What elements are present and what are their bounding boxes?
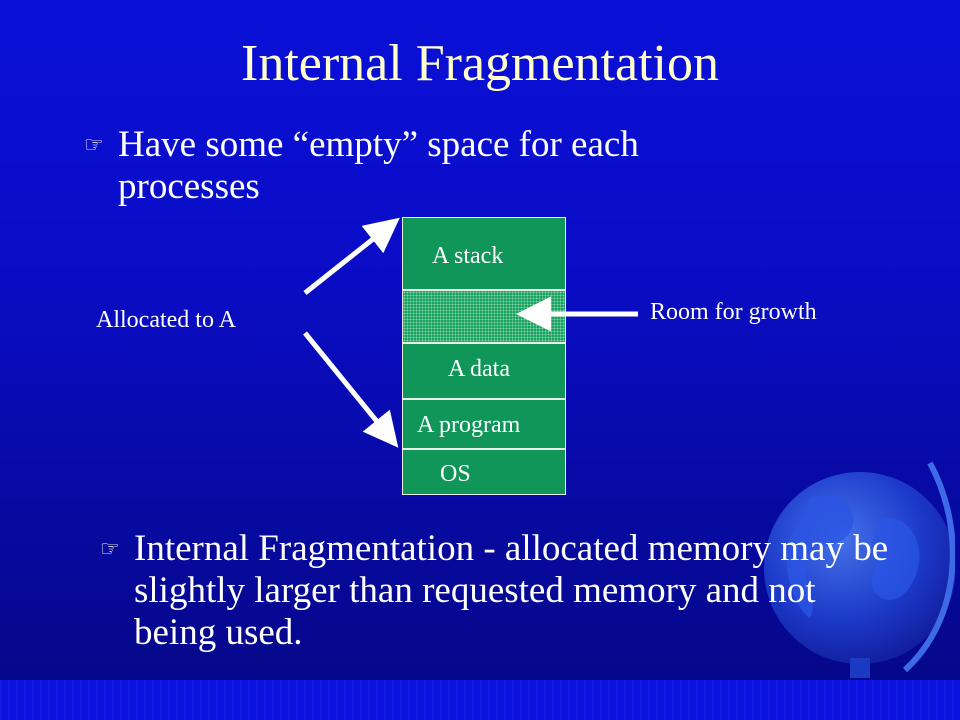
label-a-stack: A stack [432,243,504,269]
block-a-data [402,343,566,399]
bullet-2: ☞ Internal Fragmentation - allocated mem… [100,528,894,654]
footer-bar [0,680,960,720]
label-a-data: A data [448,356,510,382]
arrow-to-stack [303,217,400,295]
growth-label: Room for growth [650,299,817,325]
block-os [402,449,566,495]
bullet-2-text: Internal Fragmentation - allocated memor… [134,528,889,653]
pointing-hand-icon: ☞ [84,132,104,157]
pointing-hand-icon: ☞ [100,536,120,561]
bullet-1-text: Have some “empty” space for each process… [118,124,639,207]
label-a-program: A program [417,412,521,438]
arrow-to-program [303,331,399,448]
block-a-program [402,399,566,449]
block-a-stack [402,217,566,290]
bullet-1: ☞ Have some “empty” space for each proce… [84,124,758,208]
allocated-label: Allocated to A [96,307,236,333]
slide-title: Internal Fragmentation [241,35,719,92]
globe-icon [764,461,955,678]
label-os: OS [440,461,471,487]
